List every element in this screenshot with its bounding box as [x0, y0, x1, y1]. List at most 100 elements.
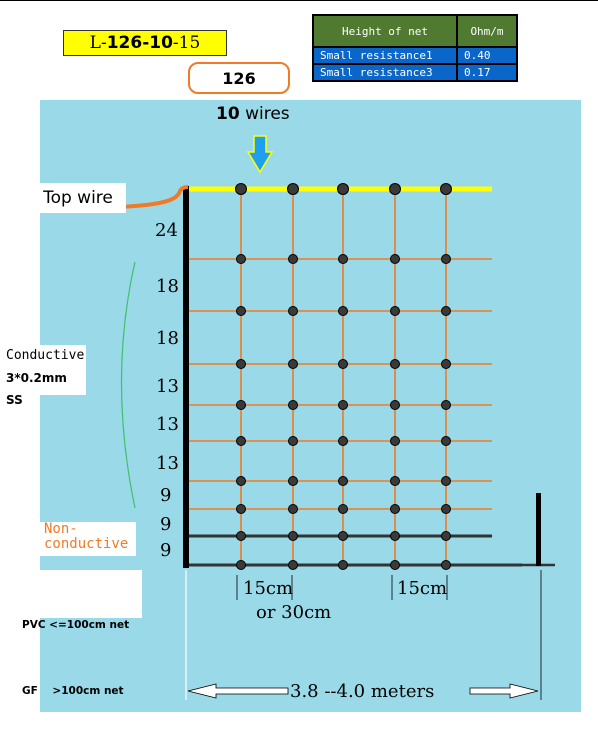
knot-dot — [441, 436, 451, 446]
knot-dot — [441, 359, 451, 369]
knot-dot — [441, 560, 451, 570]
knot-dot — [441, 254, 451, 264]
right-post — [536, 493, 541, 566]
knot-dot — [236, 504, 246, 514]
conductive-material: 3*0.2mm SS — [6, 371, 67, 407]
knot-dot — [236, 400, 246, 410]
non-conductive-label: Non- conductive — [40, 522, 136, 556]
table-header-height: Height of net — [312, 14, 458, 48]
knot-dot — [236, 254, 246, 264]
knot-dot — [236, 531, 246, 541]
non-conductive-line1: Non- — [44, 521, 78, 537]
net-height-value: 126 — [222, 68, 256, 88]
knot-dot — [390, 560, 400, 570]
table-cell-value: 0.40 — [456, 46, 518, 65]
post-spacing-b: 15cm — [397, 578, 447, 599]
wires-label: 10 wires — [216, 104, 290, 124]
knot-dot — [235, 183, 247, 195]
product-code-main: 126-10 — [106, 33, 173, 53]
knot-dot — [338, 306, 348, 316]
knot-dot — [390, 504, 400, 514]
knot-dot — [338, 436, 348, 446]
non-conductive-line2: conductive — [44, 536, 129, 552]
knot-dot — [338, 504, 348, 514]
spacing-label: 9 — [160, 540, 171, 561]
wire-spacing-labels: 24 18 18 13 13 13 9 9 9 — [155, 220, 179, 561]
knot-dot — [390, 400, 400, 410]
knot-dot — [236, 359, 246, 369]
wires-unit: wires — [245, 104, 290, 124]
vertical-stays — [240, 189, 447, 565]
spacing-label: 13 — [156, 376, 179, 397]
spacing-label: 9 — [160, 514, 171, 535]
knot-dot — [288, 560, 298, 570]
knot-dot — [390, 476, 400, 486]
length-arrow — [187, 683, 539, 699]
knot-dot — [338, 476, 348, 486]
post-material-line1: PVC <=100cm net — [22, 619, 130, 631]
knot-dot — [338, 400, 348, 410]
down-arrow-icon — [246, 135, 274, 174]
table-cell-name: Small resistance3 — [312, 63, 458, 82]
knot-dot — [236, 306, 246, 316]
knot-dot — [389, 183, 401, 195]
knot-dot — [337, 183, 349, 195]
conductive-bracket — [120, 261, 136, 509]
knot-dot — [236, 560, 246, 570]
spacing-label: 18 — [156, 276, 179, 297]
knot-dot — [390, 306, 400, 316]
wires-count: 10 — [216, 104, 240, 124]
knot-dot — [287, 183, 299, 195]
product-code-prefix: L- — [89, 33, 107, 53]
knot-dot — [288, 254, 298, 264]
product-code-box: L- 126-10 -15 — [63, 30, 227, 56]
knot-dot — [288, 476, 298, 486]
knot-dot — [338, 359, 348, 369]
knot-dot — [236, 436, 246, 446]
knot-dot — [288, 400, 298, 410]
knot-dot — [441, 531, 451, 541]
spacing-label: 13 — [156, 453, 179, 474]
table-cell-value: 0.17 — [456, 63, 518, 82]
knot-dot — [390, 531, 400, 541]
knot-dot — [288, 359, 298, 369]
knot-dot — [288, 306, 298, 316]
top-border-line — [0, 0, 598, 1]
table-header-row: Height of net Ohm/m — [312, 14, 518, 48]
length-label: 3.8 --4.0 meters — [290, 681, 434, 702]
table-row: Small resistance1 0.40 — [312, 46, 518, 65]
top-wire-label: Top wire — [30, 183, 126, 213]
resistance-table: Height of net Ohm/m Small resistance1 0.… — [312, 14, 518, 82]
table-header-ohm: Ohm/m — [456, 14, 518, 48]
top-wire-label-text: Top wire — [43, 188, 113, 208]
table-row: Small resistance3 0.17 — [312, 63, 518, 82]
post-spacing-a: 15cm — [243, 578, 293, 599]
knot-dot — [236, 476, 246, 486]
top-wire-hook — [119, 185, 189, 209]
conductive-title: Conductive — [6, 348, 85, 363]
knot-dot — [441, 504, 451, 514]
knot-dots — [235, 183, 452, 570]
dimension-guides — [185, 570, 542, 700]
conductive-label: Conductive 3*0.2mm SS — [0, 345, 86, 407]
knot-dot — [440, 183, 452, 195]
knot-dot — [441, 476, 451, 486]
post-material-label: PVC <=100cm net GF >100cm net — [18, 570, 142, 697]
knot-dot — [441, 306, 451, 316]
spacing-label: 24 — [155, 220, 178, 241]
left-post — [183, 186, 189, 568]
knot-dot — [338, 531, 348, 541]
product-code-suffix: -15 — [172, 33, 201, 53]
knot-dot — [288, 531, 298, 541]
net-height-box: 126 — [188, 62, 290, 94]
spacing-label: 13 — [156, 414, 179, 435]
knot-dot — [288, 504, 298, 514]
post-material-line2: GF >100cm net — [22, 685, 124, 697]
spacing-label: 9 — [160, 485, 171, 506]
spacing-label: 18 — [156, 328, 179, 349]
knot-dot — [288, 436, 298, 446]
knot-dot — [390, 254, 400, 264]
table-cell-name: Small resistance1 — [312, 46, 458, 65]
knot-dot — [390, 436, 400, 446]
